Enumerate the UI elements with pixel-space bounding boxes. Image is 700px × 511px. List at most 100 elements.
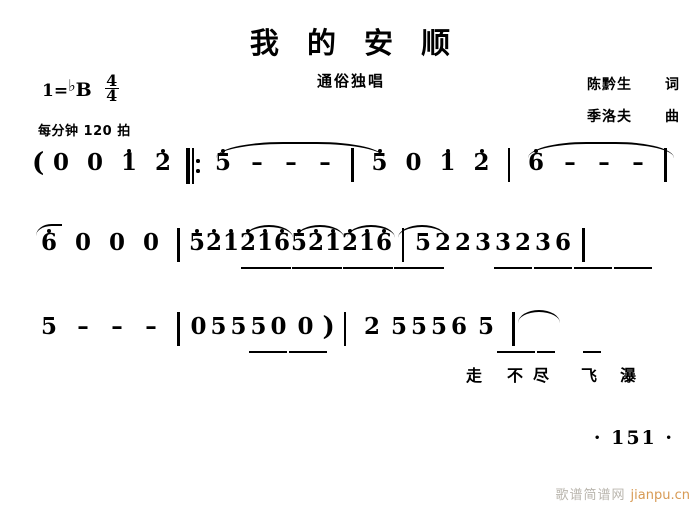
note: 2 xyxy=(205,229,222,256)
beam xyxy=(537,351,555,354)
note: 0 xyxy=(270,313,287,340)
beam xyxy=(241,267,291,270)
watermark-url: jianpu.cn xyxy=(630,488,690,503)
note: 5 xyxy=(188,229,205,256)
barline xyxy=(582,228,585,262)
note: 5 xyxy=(477,313,494,340)
note: 3 xyxy=(474,229,491,256)
note: 0 xyxy=(405,149,422,176)
composer-role: 曲 xyxy=(665,109,680,125)
lyric-syllable: 瀑 xyxy=(619,366,636,385)
flat-symbol-icon: ♭ xyxy=(68,76,76,95)
note: 6 xyxy=(32,228,66,258)
time-signature-numerator: 4 xyxy=(106,71,118,90)
note-extender-dash: – xyxy=(319,149,331,176)
music-line-1: ( 0 0 1 2 5 – – – 5 0 1 2 6 – – – xyxy=(0,142,700,232)
note: 1 xyxy=(112,148,146,178)
key-letter: B xyxy=(75,79,92,101)
composer-name: 季洛夫 xyxy=(587,109,632,125)
beam xyxy=(292,267,342,270)
note: 2 xyxy=(514,229,531,256)
note: 5 xyxy=(410,313,427,340)
lyric-syllable: 尽 xyxy=(532,366,549,385)
watermark: 歌谱简谱网 jianpu.cn xyxy=(556,484,690,503)
triplet-slur-arc xyxy=(296,225,344,238)
credits-block: 陈黔生 词 季洛夫 曲 xyxy=(587,74,680,138)
lyric-syllable: 飞 xyxy=(580,366,597,385)
tie-arc xyxy=(216,142,384,158)
key-label: 1=♭B xyxy=(42,76,92,101)
barline xyxy=(343,312,346,346)
triplet-slur-arc xyxy=(398,225,446,238)
watermark-site-name: 歌谱简谱网 xyxy=(555,488,626,503)
note: 3 xyxy=(494,229,511,256)
note: 6 xyxy=(450,313,467,340)
lyricist-role: 词 xyxy=(665,77,680,93)
beam xyxy=(583,351,601,354)
time-signature: 4 4 xyxy=(104,71,119,105)
page-title: 我 的 安 顺 xyxy=(249,26,460,60)
note-extender-dash: – xyxy=(111,313,123,340)
note: 5 xyxy=(430,313,447,340)
beam xyxy=(494,267,532,270)
note-extender-dash: – xyxy=(251,149,263,176)
note: 5 xyxy=(210,313,227,340)
note: 1 xyxy=(431,148,465,178)
music-line-3: 5 – – – 0 5 5 5 0 0 ) 2 5 5 5 6 5 走 不 尽 … xyxy=(0,310,700,396)
barline xyxy=(177,228,180,262)
close-paren: ) xyxy=(322,312,335,342)
note: 0 xyxy=(86,149,103,176)
note: 0 xyxy=(52,149,69,176)
barline xyxy=(512,312,515,346)
note-extender-dash: – xyxy=(598,149,610,176)
beam xyxy=(497,351,535,354)
barline xyxy=(664,148,667,182)
beam xyxy=(289,351,327,354)
beam xyxy=(343,267,393,270)
lyric-syllable: 走 xyxy=(465,366,482,385)
beam xyxy=(394,267,444,270)
slur-arc xyxy=(518,310,560,323)
note: 5 xyxy=(40,313,57,340)
note: 0 xyxy=(108,229,125,256)
note: 1 xyxy=(222,229,239,256)
page-number: · 151 · xyxy=(593,427,674,449)
note: 5 xyxy=(250,313,267,340)
note-extender-dash: – xyxy=(145,313,157,340)
note-extender-dash: – xyxy=(564,149,576,176)
note: 3 xyxy=(534,229,551,256)
music-line-2: 6 0 0 0 5 2 1 2 1 6 5 2 1 2 1 6 5 2 2 3 … xyxy=(0,224,700,312)
time-signature-denominator: 4 xyxy=(104,86,119,105)
note: 2 xyxy=(465,148,499,178)
lyric-syllable: 不 xyxy=(506,366,523,385)
composer-row: 季洛夫 曲 xyxy=(587,106,680,126)
barline xyxy=(177,312,180,346)
key-equals-text: 1= xyxy=(42,81,69,101)
page-subtitle: 通俗独唱 xyxy=(316,72,385,90)
repeat-start-barline-icon xyxy=(186,148,200,184)
beam xyxy=(574,267,612,270)
note: 2 xyxy=(363,313,380,340)
lyricist-name: 陈黔生 xyxy=(587,77,632,93)
note: 0 xyxy=(190,313,207,340)
note-extender-dash: – xyxy=(632,149,644,176)
beam xyxy=(249,351,287,354)
music-line-3-measures: 5 – – – 0 5 5 5 0 0 ) 2 5 5 5 6 5 xyxy=(32,312,515,358)
note: 6 xyxy=(554,229,571,256)
tie-arc xyxy=(528,142,674,158)
barline xyxy=(401,228,404,262)
note: 2 xyxy=(454,229,471,256)
key-and-time-signature: 1=♭B 4 4 xyxy=(42,71,119,105)
note-extender-dash: – xyxy=(285,149,297,176)
triplet-slur-arc xyxy=(347,225,395,238)
lyricist-row: 陈黔生 词 xyxy=(587,74,680,94)
open-paren: ( xyxy=(32,148,45,178)
note: 0 xyxy=(142,229,159,256)
note: 5 xyxy=(390,313,407,340)
tempo-marking: 每分钟 120 拍 xyxy=(38,124,131,139)
beam xyxy=(534,267,572,270)
note: 0 xyxy=(74,229,91,256)
barline xyxy=(507,148,510,182)
triplet-slur-arc xyxy=(245,225,293,238)
music-line-2-measures: 6 0 0 0 5 2 1 2 1 6 5 2 1 2 1 6 5 2 2 3 … xyxy=(32,228,585,274)
